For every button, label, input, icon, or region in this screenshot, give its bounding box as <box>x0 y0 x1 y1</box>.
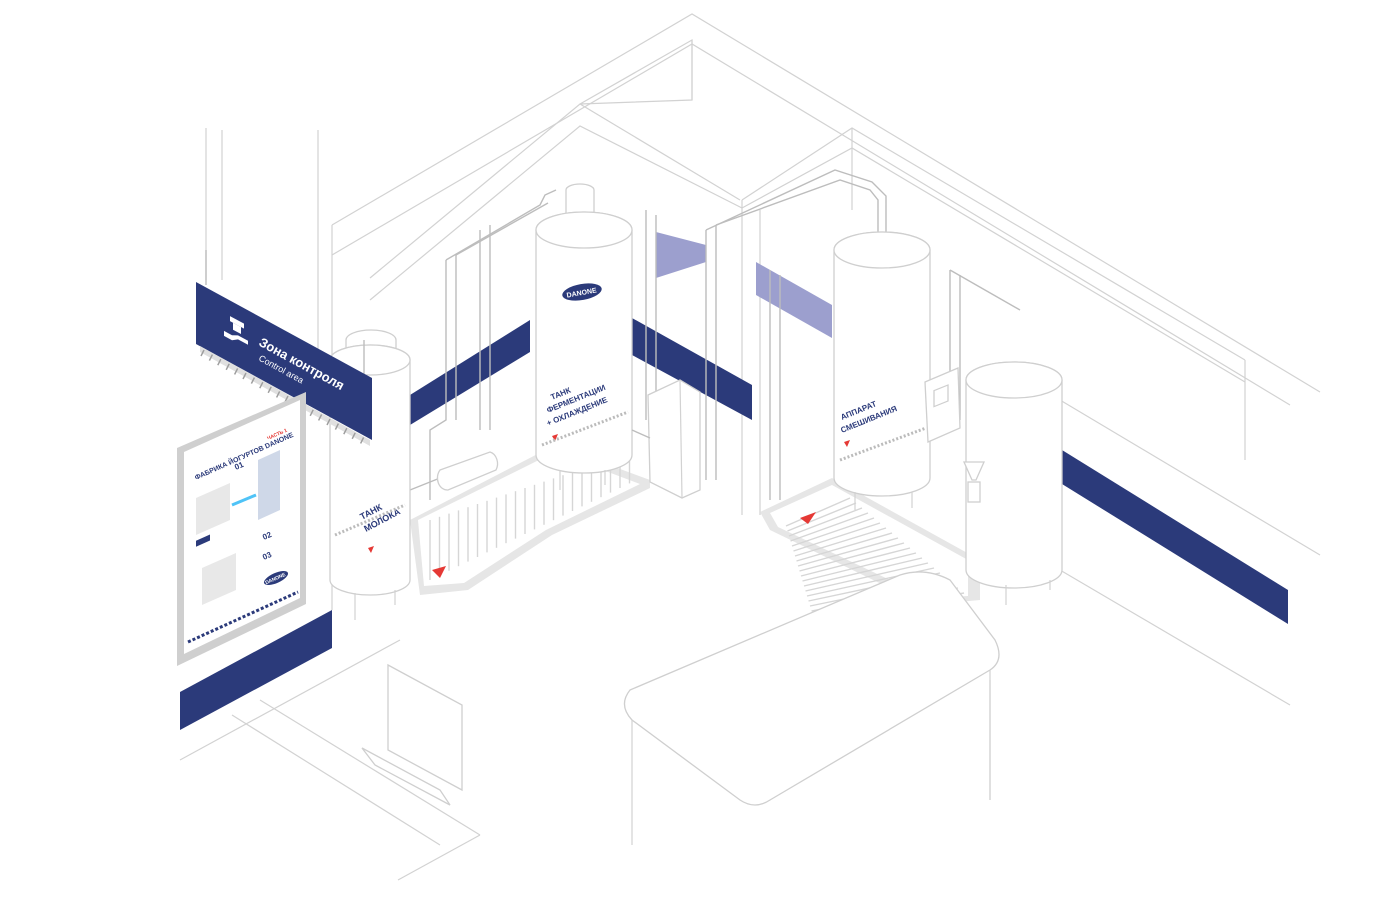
pipes <box>409 169 1021 500</box>
control-desk <box>231 571 1000 846</box>
control-cabinet <box>647 379 701 499</box>
floor-grate-left <box>410 445 650 595</box>
control-area-sign: Зона контроля Control area <box>196 250 372 446</box>
fermentation-tank: DANONE ТАНК ФЕРМЕНТАЦИИ + ОХЛАЖДЕНИЕ <box>535 183 651 490</box>
poster-step-3: 03 <box>261 550 273 562</box>
mixing-tank: АППАРАТ СМЕШИВАНИЯ <box>833 231 961 510</box>
poster-step-1: 01 <box>233 460 245 472</box>
storage-tank <box>962 361 1063 605</box>
danone-logo <box>562 283 602 301</box>
wall-stripes <box>180 232 1288 730</box>
poster-step-2: 02 <box>261 530 273 542</box>
yogurt-factory-poster: ФАБРИКА ЙОГУРТОВ DANONE ЧАСТЬ 1 01 02 03… <box>177 392 306 666</box>
hand-hat-icon <box>224 316 248 345</box>
